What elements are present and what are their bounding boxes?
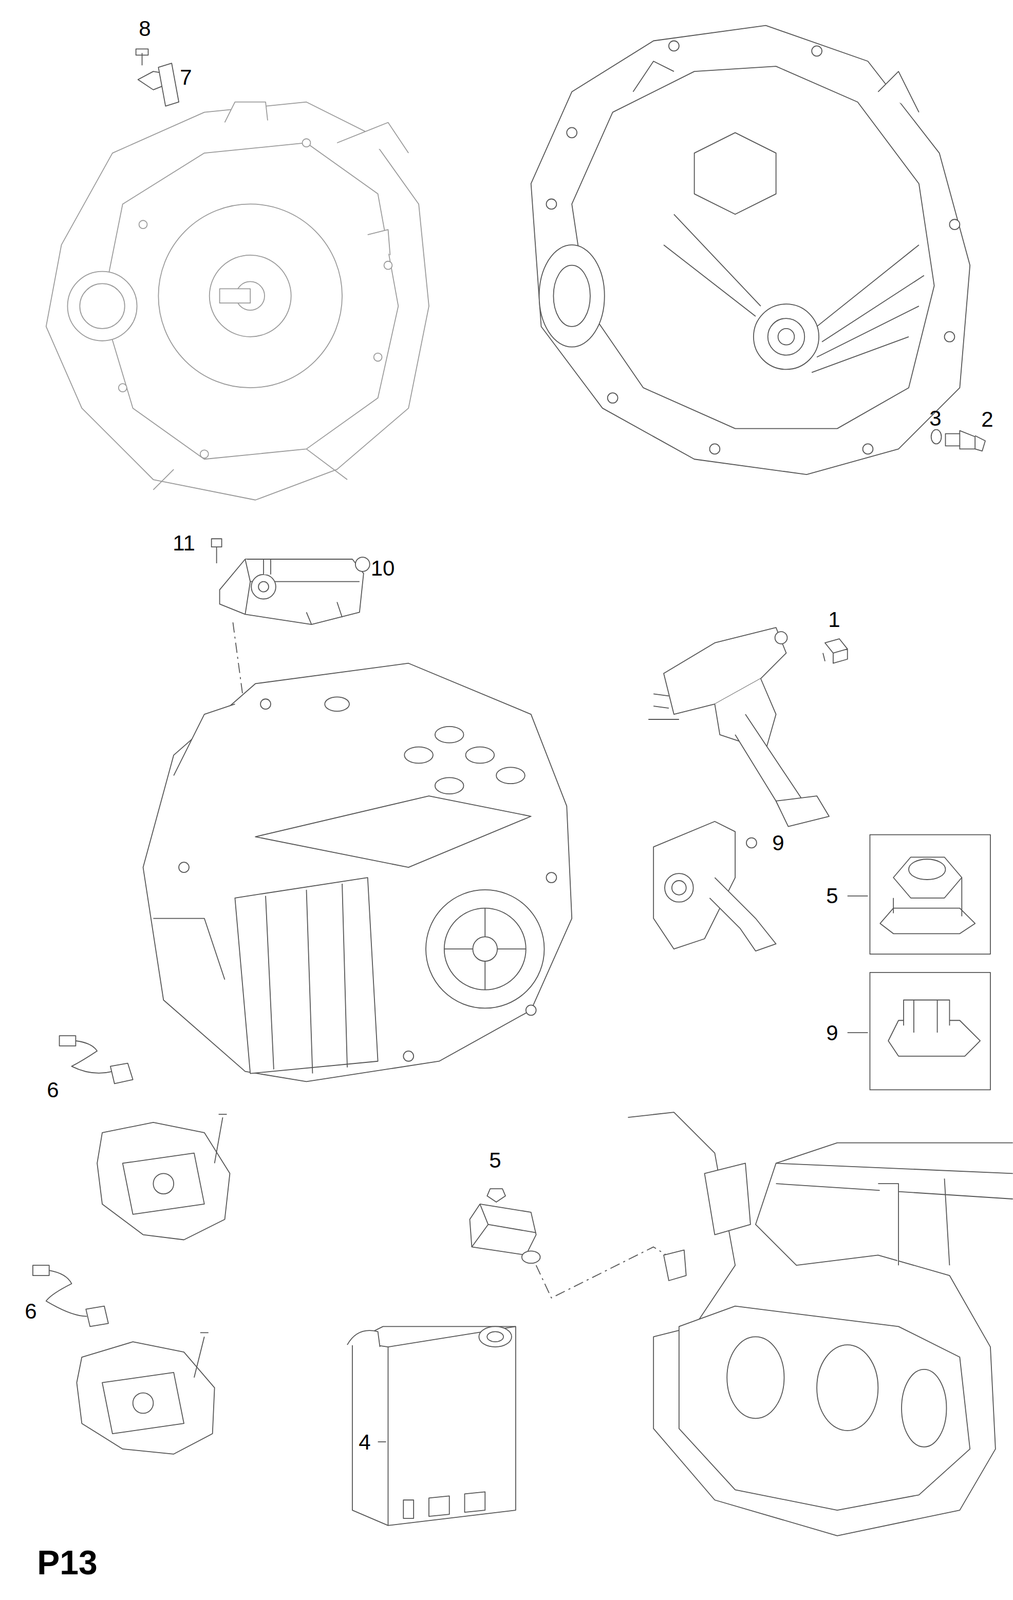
callout-number: 6 bbox=[46, 1079, 59, 1102]
callout-number: 6 bbox=[24, 1301, 37, 1323]
callout-number: 11 bbox=[172, 532, 196, 555]
callout-number: 9 bbox=[826, 1022, 838, 1045]
callout-number: 5 bbox=[826, 885, 838, 908]
callout-number: 9 bbox=[772, 832, 784, 855]
callout-number: 2 bbox=[981, 408, 993, 431]
callout-number: 10 bbox=[370, 557, 396, 580]
callout-number: 4 bbox=[358, 1432, 371, 1454]
callout-number: 1 bbox=[828, 609, 840, 631]
callout-number: 5 bbox=[489, 1150, 501, 1172]
callout-number: 8 bbox=[138, 17, 151, 40]
page-code: P13 bbox=[36, 1546, 98, 1581]
callout-number: 3 bbox=[929, 407, 942, 430]
callout-number: 7 bbox=[179, 66, 192, 89]
